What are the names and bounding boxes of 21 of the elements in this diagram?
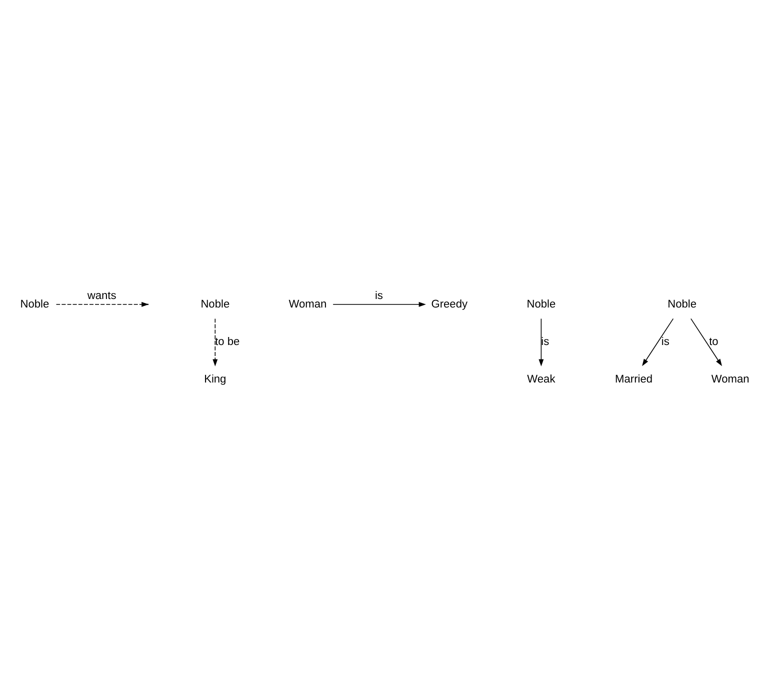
arrow bbox=[642, 318, 674, 366]
arrow bbox=[690, 318, 722, 366]
edge-label: is bbox=[541, 336, 550, 348]
node-text: Greedy bbox=[431, 298, 468, 310]
arrow bbox=[538, 318, 544, 366]
edge-label: is bbox=[374, 290, 383, 302]
arrow bbox=[332, 302, 426, 307]
node-text: King bbox=[204, 374, 226, 386]
edge-label: to be bbox=[215, 336, 240, 348]
edge-label: wants bbox=[87, 290, 116, 302]
node-text: Married bbox=[615, 374, 653, 386]
edge-label: to bbox=[709, 336, 718, 348]
node-text: Woman bbox=[711, 374, 750, 386]
edge-label: is bbox=[661, 336, 670, 348]
node-text: Noble bbox=[526, 298, 556, 310]
node-text: Weak bbox=[527, 374, 556, 386]
node-text: Woman bbox=[288, 298, 327, 310]
node-text: Noble bbox=[668, 298, 697, 310]
arrow bbox=[212, 318, 218, 366]
node-text: Noble bbox=[200, 298, 230, 310]
node-text: Noble bbox=[20, 298, 50, 310]
